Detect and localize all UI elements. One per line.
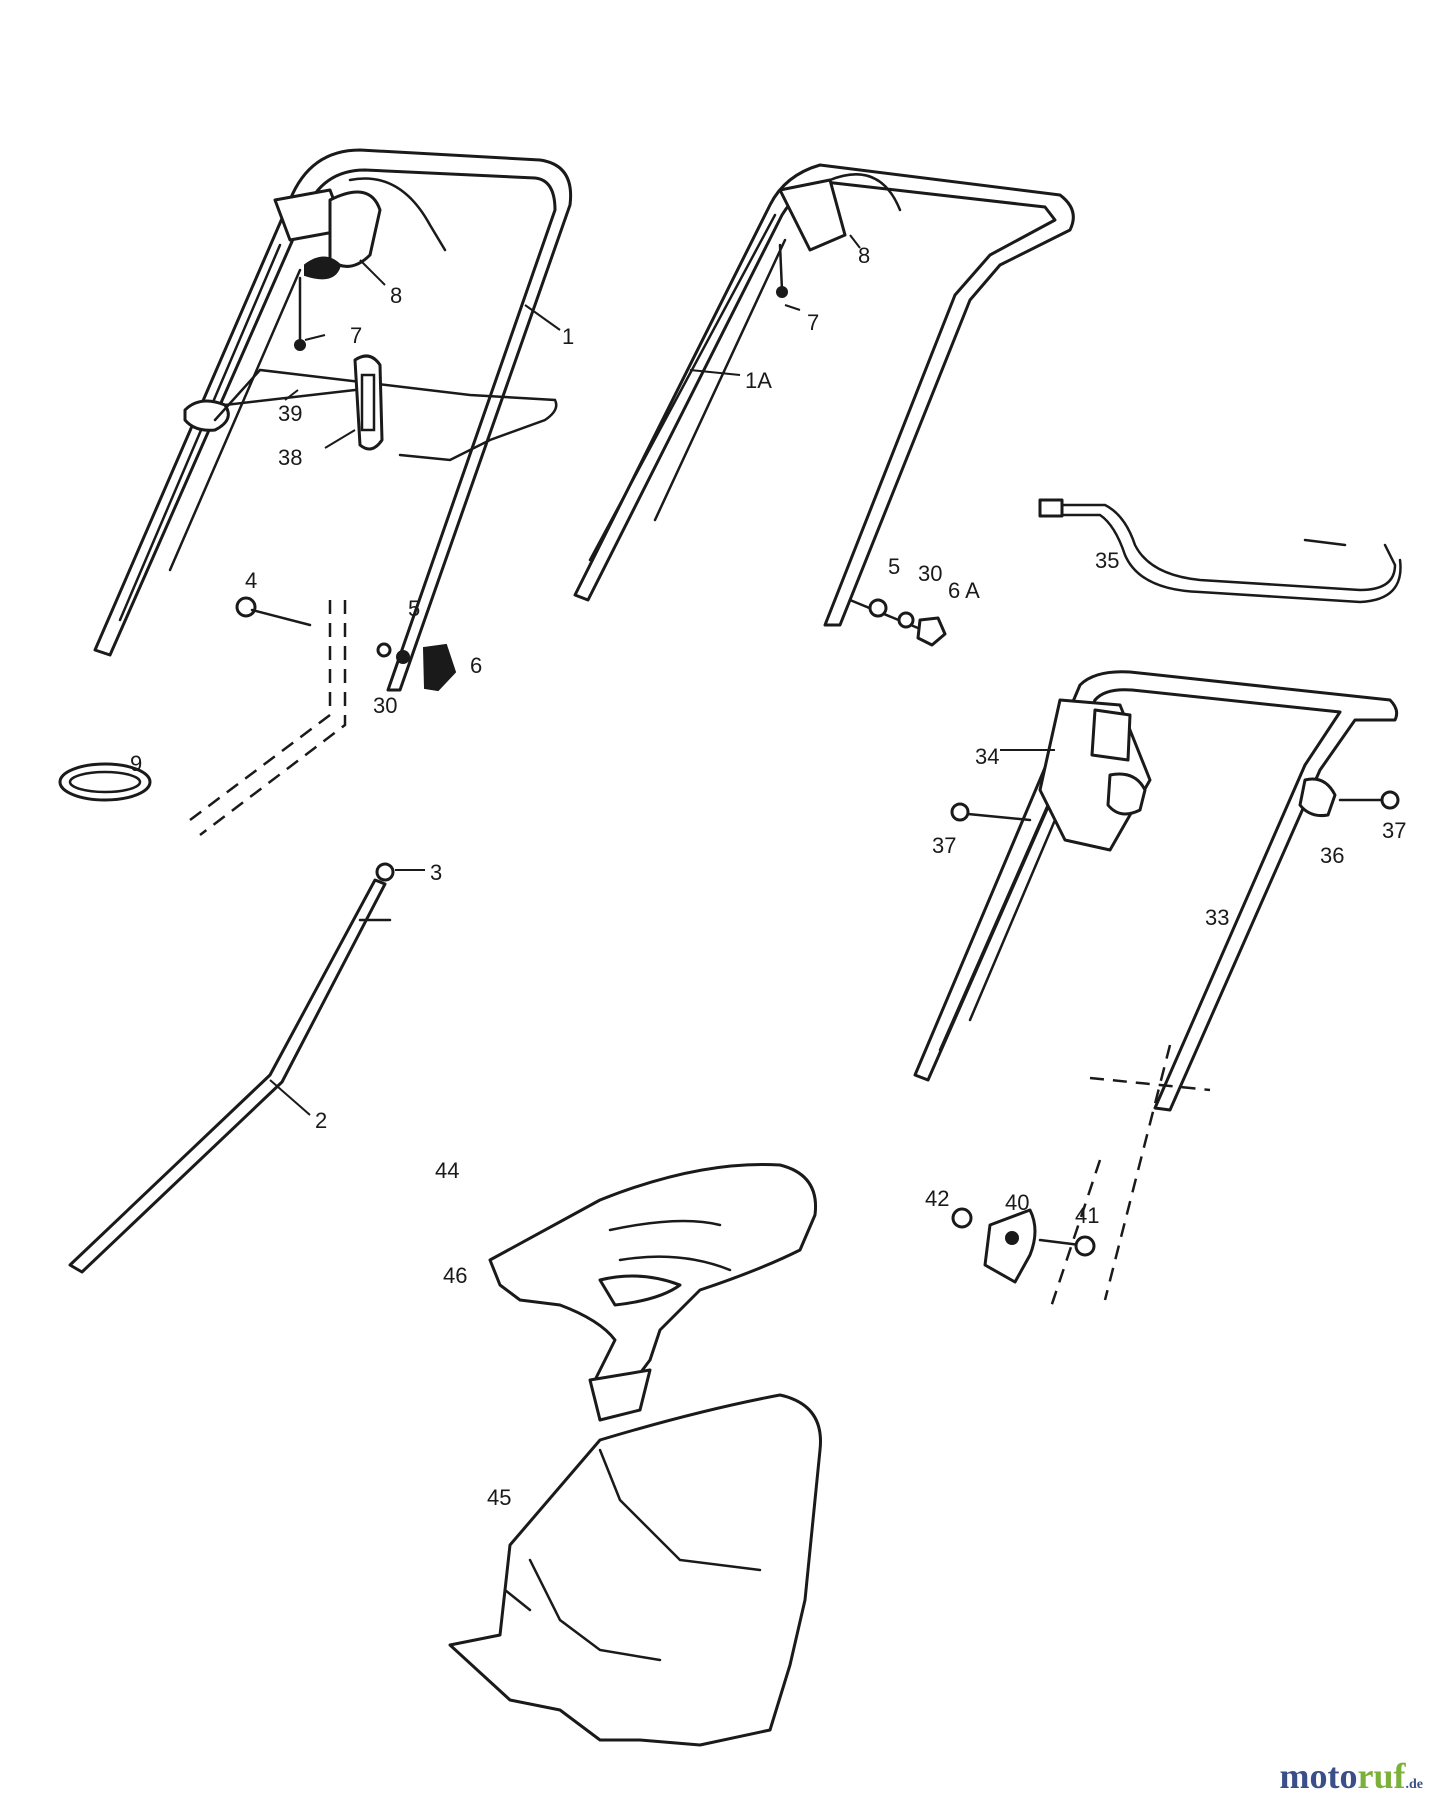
part-label-33: 33 bbox=[1205, 905, 1230, 930]
part-label-30-right: 30 bbox=[918, 561, 943, 586]
part-label-8-right: 8 bbox=[858, 243, 871, 268]
part-label-37-left: 37 bbox=[932, 833, 957, 858]
part-label-5-left: 5 bbox=[408, 596, 421, 621]
part-label-1A: 1A bbox=[745, 368, 772, 393]
washers-5-30-nut-6A bbox=[848, 598, 947, 647]
upper-handle-1A bbox=[573, 163, 1075, 627]
part-label-7-right: 7 bbox=[807, 310, 820, 335]
part-label-41: 41 bbox=[1075, 1203, 1100, 1228]
part-label-40: 40 bbox=[1005, 1190, 1030, 1215]
part-label-36: 36 bbox=[1320, 843, 1345, 868]
part-label-42: 42 bbox=[925, 1186, 950, 1211]
part-label-39: 39 bbox=[278, 401, 303, 426]
part-label-46: 46 bbox=[443, 1263, 468, 1288]
part-label-37-right: 37 bbox=[1382, 818, 1407, 843]
switch-box-34 bbox=[1038, 698, 1152, 852]
upper-handle-1 bbox=[93, 148, 573, 692]
part-label-3: 3 bbox=[430, 860, 443, 885]
motoruf-watermark: motoruf.de bbox=[1280, 1758, 1423, 1794]
part-label-6: 6 bbox=[470, 653, 483, 678]
clamp-36-screw-37-right bbox=[1298, 777, 1400, 817]
bracket-40 bbox=[951, 1207, 1096, 1284]
hook-38 bbox=[353, 354, 384, 451]
upper-handle-33 bbox=[913, 670, 1399, 1112]
part-label-9: 9 bbox=[130, 751, 143, 776]
part-label-8-left: 8 bbox=[390, 283, 403, 308]
part-label-1: 1 bbox=[562, 324, 575, 349]
watermark-part2: ruf bbox=[1357, 1756, 1406, 1796]
part-label-30-left: 30 bbox=[373, 693, 398, 718]
cable-35 bbox=[1038, 498, 1402, 604]
part-label-45: 45 bbox=[487, 1485, 512, 1510]
screw-37-left bbox=[950, 802, 1032, 822]
bag-frame-46 bbox=[488, 1162, 818, 1422]
part-label-5-right: 5 bbox=[888, 554, 901, 579]
part-label-34: 34 bbox=[975, 744, 1000, 769]
part-label-44: 44 bbox=[435, 1158, 460, 1183]
grass-bag-45 bbox=[448, 1393, 822, 1747]
part-label-35: 35 bbox=[1095, 548, 1120, 573]
cable-clip-9 bbox=[58, 762, 152, 802]
part-label-38: 38 bbox=[278, 445, 303, 470]
part-label-6A: 6 A bbox=[948, 578, 980, 603]
bolt-4 bbox=[235, 596, 312, 627]
part-label-4: 4 bbox=[245, 568, 258, 593]
watermark-part1: moto bbox=[1279, 1756, 1358, 1796]
part-label-2: 2 bbox=[315, 1108, 328, 1133]
washers-5-30-knob-6 bbox=[376, 642, 457, 692]
bail-39 bbox=[183, 368, 558, 462]
lower-handle-2 bbox=[68, 862, 395, 1274]
part-label-7-left: 7 bbox=[350, 323, 363, 348]
watermark-part3: .de bbox=[1405, 1777, 1424, 1792]
